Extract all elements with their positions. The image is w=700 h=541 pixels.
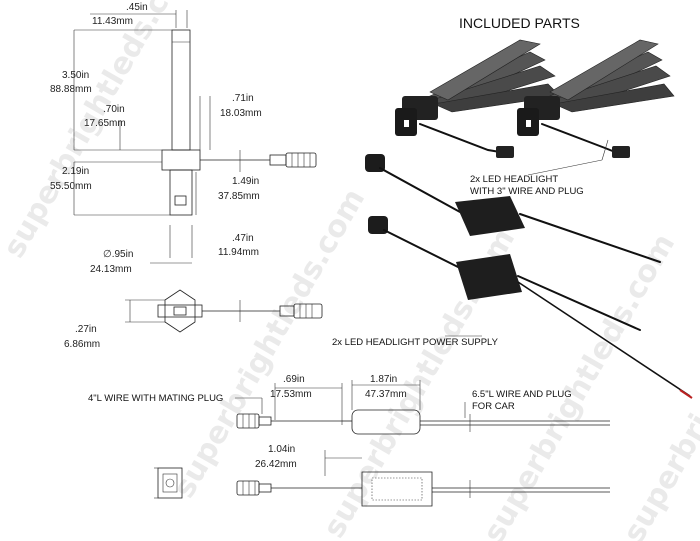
dim-070-mm: 17.65mm <box>84 118 126 129</box>
dim-071-mm: 18.03mm <box>220 108 262 119</box>
dim-027-in: .27in <box>75 324 97 335</box>
dim-219-in: 2.19in <box>62 166 89 177</box>
mating-plug-label: 4"L WIRE WITH MATING PLUG <box>88 393 223 404</box>
power-supply-label: 2x LED HEADLIGHT POWER SUPPLY <box>332 337 499 348</box>
dim-070-in: .70in <box>103 104 125 115</box>
headlight-label-line1: 2x LED HEADLIGHT <box>470 174 558 185</box>
dim-149-in: 1.49in <box>232 176 259 187</box>
led-headlight-1 <box>395 39 561 158</box>
power-supply-2 <box>368 216 693 399</box>
headlight-label-line2: WITH 3" WIRE AND PLUG <box>470 186 584 197</box>
dim-104-in: 1.04in <box>268 444 295 455</box>
power-supply-top-view: 1.04in 26.42mm <box>236 444 610 507</box>
dim-149-mm: 37.85mm <box>218 191 260 202</box>
dim-069-in: .69in <box>283 374 305 385</box>
dim-219-mm: 55.50mm <box>50 181 92 192</box>
headlight-side-view: .45in 11.43mm 3.50in 88.88mm .70in 17.65… <box>50 2 317 275</box>
dim-045-in: .45in <box>126 2 148 13</box>
power-supply-1 <box>365 154 661 263</box>
dim-071-in: .71in <box>232 93 254 104</box>
dim-047-mm: 11.94mm <box>218 247 259 258</box>
dim-095-in: ∅.95in <box>103 249 133 260</box>
led-headlight-2 <box>517 39 675 158</box>
power-supply-side-view: .69in 17.53mm 1.87in 47.37mm 4"L WIRE WI… <box>88 374 610 435</box>
dim-069-mm: 17.53mm <box>270 389 312 400</box>
dim-027-mm: 6.86mm <box>64 339 100 350</box>
dim-350-in: 3.50in <box>62 70 89 81</box>
car-wire-label-line2: FOR CAR <box>472 401 515 412</box>
dim-187-mm: 47.37mm <box>365 389 407 400</box>
car-wire-label-line1: 6.5"L WIRE AND PLUG <box>472 389 572 400</box>
connector-end-view <box>154 467 183 499</box>
dim-095-mm: 24.13mm <box>90 264 132 275</box>
dim-104-mm: 26.42mm <box>255 459 297 470</box>
included-parts-title: INCLUDED PARTS <box>459 15 580 31</box>
dim-047-in: .47in <box>232 233 254 244</box>
headlight-top-view: .27in 6.86mm <box>64 289 323 350</box>
dim-045-mm: 11.43mm <box>92 16 133 27</box>
dim-187-in: 1.87in <box>370 374 397 385</box>
dim-350-mm: 88.88mm <box>50 84 92 95</box>
